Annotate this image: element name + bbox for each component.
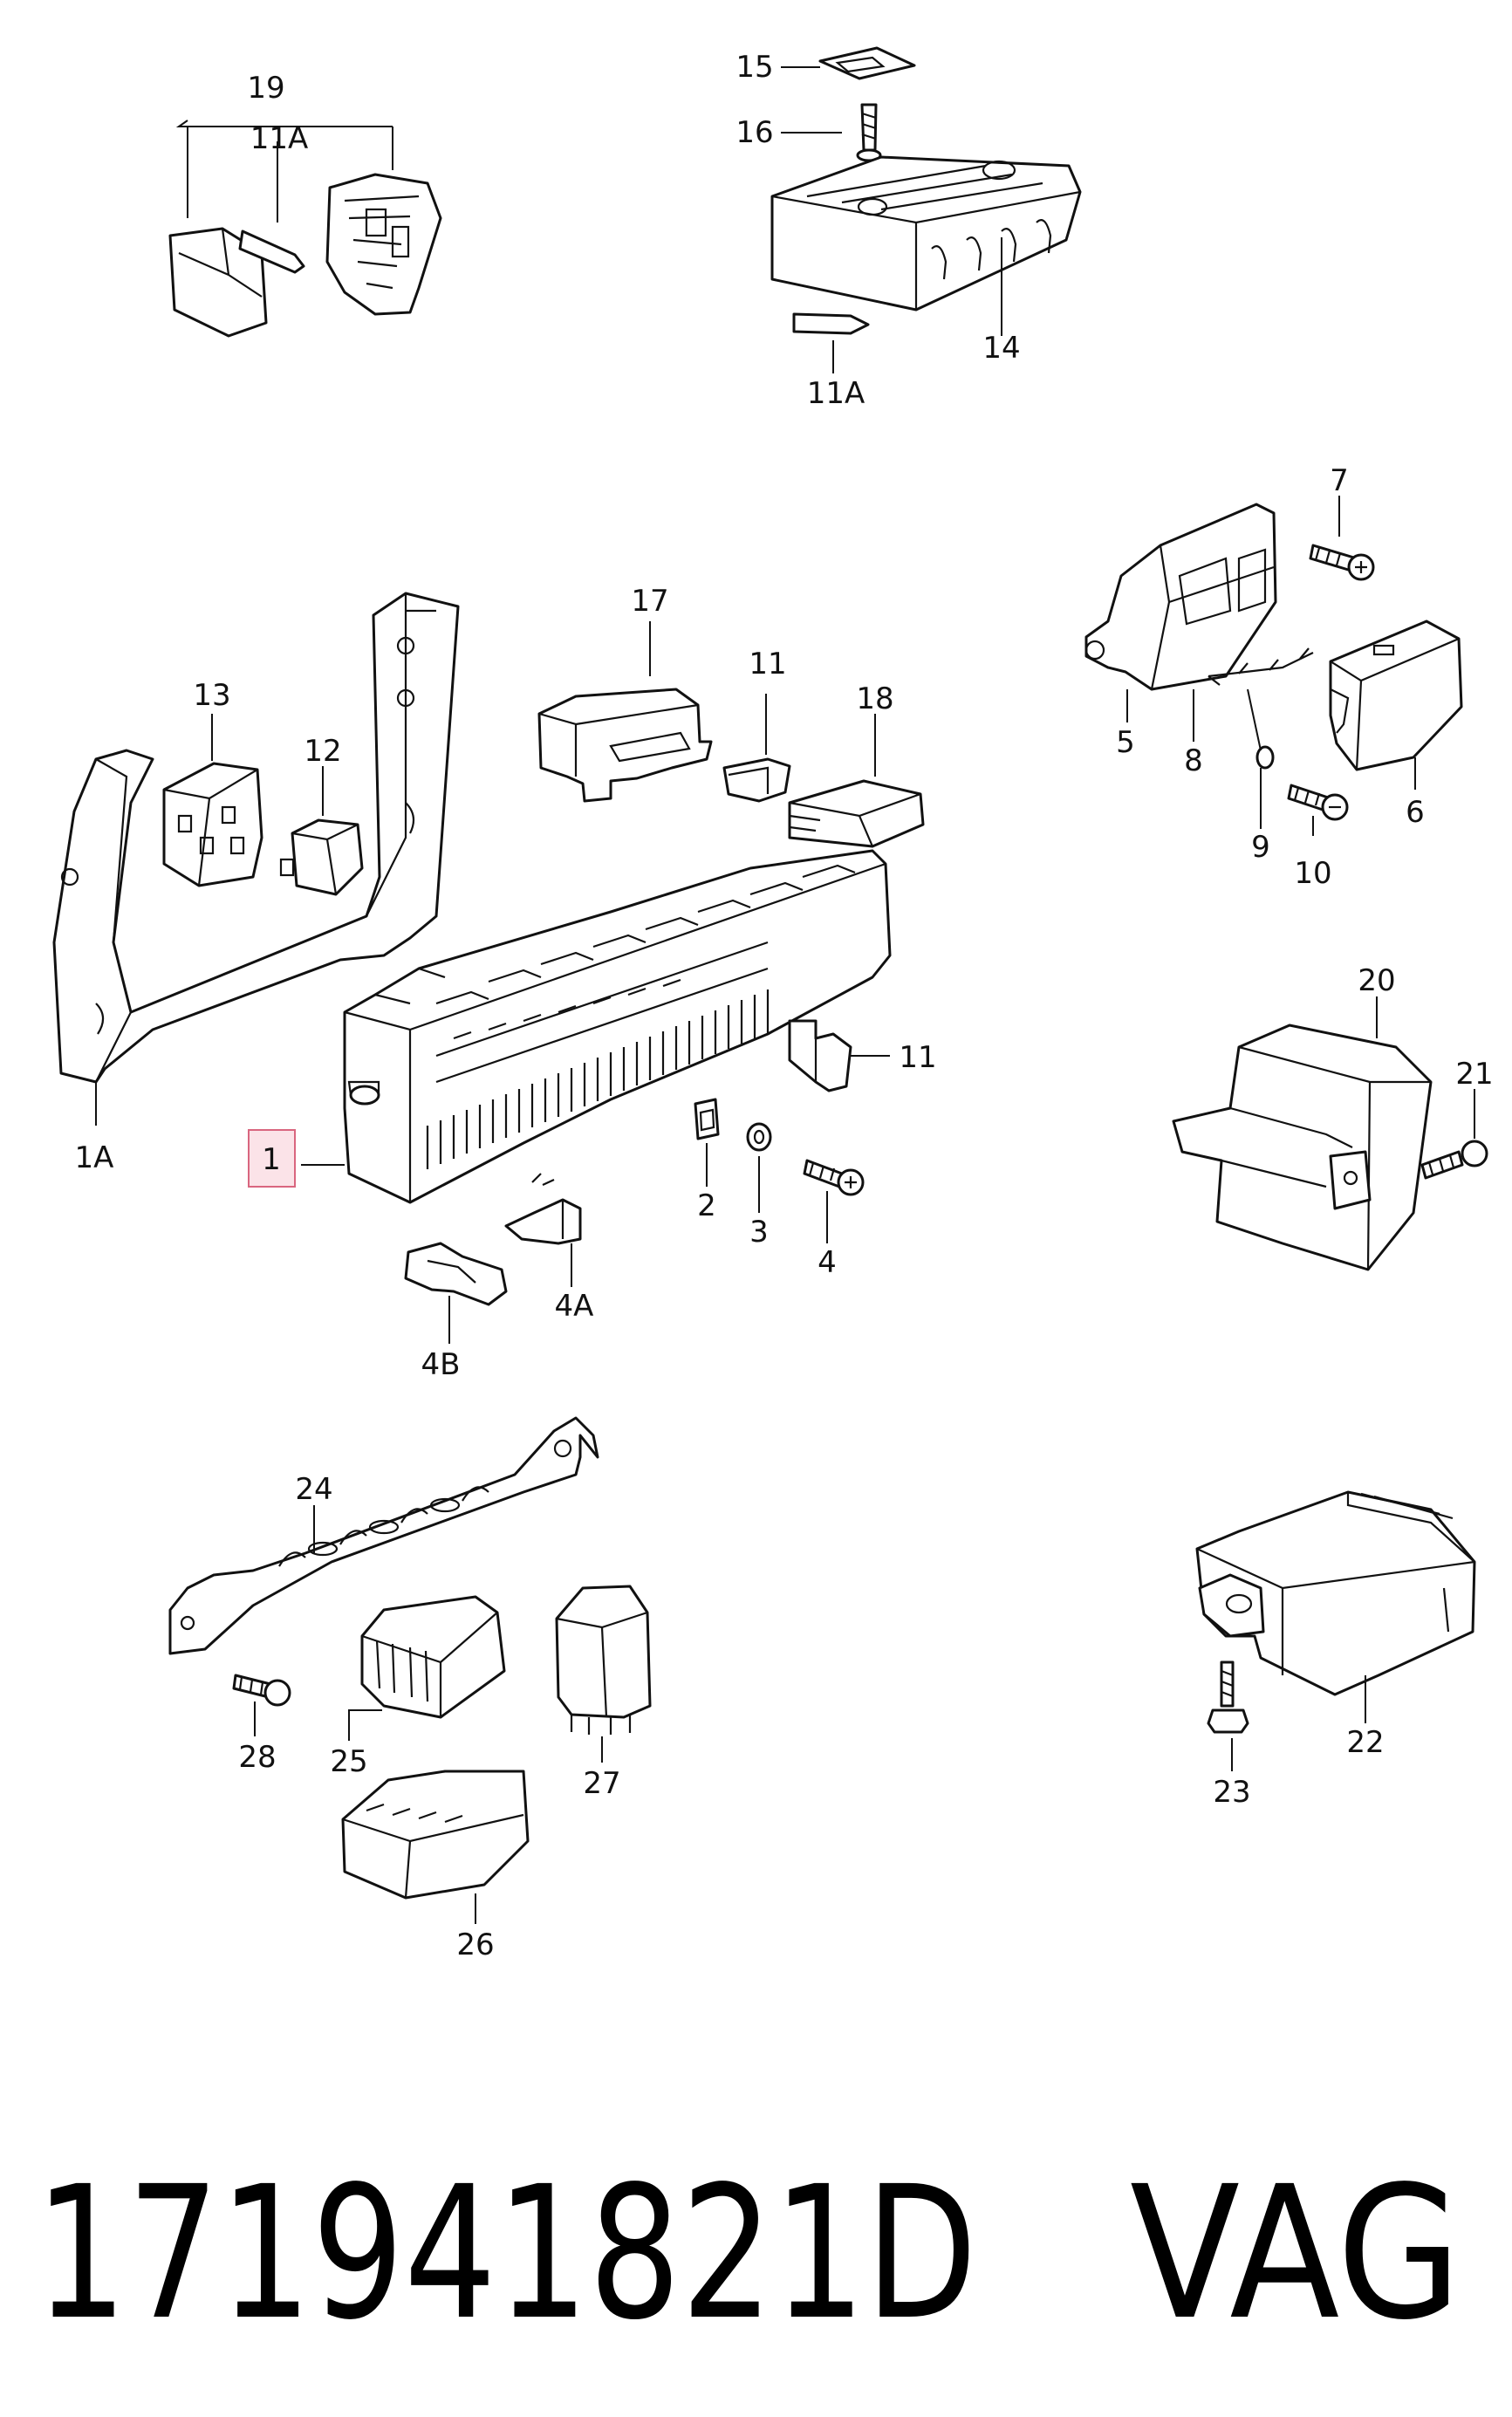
callout-1: 1 [262, 1142, 281, 1177]
part-9-washer [1247, 688, 1275, 829]
callout-4a: 4A [555, 1289, 594, 1324]
part-10-screw [1287, 784, 1349, 836]
callout-28: 28 [238, 1740, 276, 1775]
part-27-relay [555, 1585, 652, 1763]
callout-13: 13 [193, 678, 230, 713]
callout-11a-mid: 11A [807, 376, 865, 411]
part-6-cover [1329, 620, 1463, 790]
brand-name: VAG [1130, 2147, 1461, 2360]
callout-12: 12 [304, 734, 341, 769]
part-5-module-bracket [1084, 503, 1277, 722]
part-21-screw [1420, 1089, 1488, 1180]
callout-18: 18 [856, 681, 893, 716]
callout-8: 8 [1184, 743, 1203, 778]
callout-11-upper: 11 [749, 647, 786, 681]
callout-4: 4 [818, 1245, 837, 1280]
callout-10: 10 [1294, 856, 1331, 891]
callout-2: 2 [697, 1188, 716, 1223]
callout-26: 26 [456, 1927, 494, 1962]
part-26-relay-socket [341, 1770, 530, 1924]
part-18-relay [788, 714, 925, 848]
part-8-contact-strip [1193, 647, 1314, 742]
part-11-fuse-lower [788, 1019, 890, 1092]
part-14-fuse-box [770, 46, 1082, 373]
callout-20: 20 [1358, 963, 1395, 998]
part-28-screw [232, 1674, 291, 1736]
callout-22: 22 [1346, 1725, 1384, 1760]
part-7-screw [1309, 496, 1375, 581]
part-13-relay-socket [162, 714, 263, 887]
callout-1-highlight: 1 [248, 1129, 296, 1188]
callout-4b: 4B [421, 1347, 461, 1382]
callout-21: 21 [1455, 1057, 1493, 1092]
callout-17: 17 [631, 584, 668, 619]
callout-16: 16 [735, 115, 773, 150]
part-12-relay [279, 766, 364, 896]
callout-1a: 1A [75, 1140, 114, 1175]
callout-11a-top: 11A [250, 121, 309, 156]
callout-5: 5 [1116, 725, 1135, 760]
part-2-clip [694, 1098, 720, 1187]
callout-11-lower: 11 [899, 1040, 936, 1075]
callout-3: 3 [749, 1215, 769, 1250]
callout-15: 15 [735, 50, 773, 85]
part-4a-clip [504, 1173, 582, 1287]
callout-6: 6 [1406, 795, 1425, 830]
part-17-relay-plate [537, 621, 713, 803]
callout-9: 9 [1251, 830, 1270, 865]
callout-27: 27 [583, 1766, 620, 1801]
part-24-bracket [168, 1416, 599, 1655]
part-20-control-unit [1172, 996, 1433, 1271]
callout-14: 14 [982, 331, 1020, 366]
part-1-fuse-panel [301, 849, 892, 1204]
part-22-control-unit [1195, 1490, 1476, 1723]
callout-23: 23 [1213, 1775, 1250, 1810]
part-11-fuse-upper [722, 694, 791, 803]
part-3-washer [746, 1122, 772, 1213]
callout-19: 19 [247, 71, 284, 106]
part-25-relay-socket [348, 1595, 506, 1741]
callout-7: 7 [1330, 463, 1349, 498]
part-19-relay-socket [168, 120, 442, 338]
callout-24: 24 [295, 1472, 332, 1507]
part-23-bolt [1207, 1660, 1249, 1771]
callout-25: 25 [330, 1744, 367, 1779]
part-number: 171941821D [35, 2147, 977, 2360]
part-1a-bracket [52, 592, 460, 1126]
part-4b-clip [404, 1242, 508, 1344]
part-4-screw [803, 1159, 865, 1243]
